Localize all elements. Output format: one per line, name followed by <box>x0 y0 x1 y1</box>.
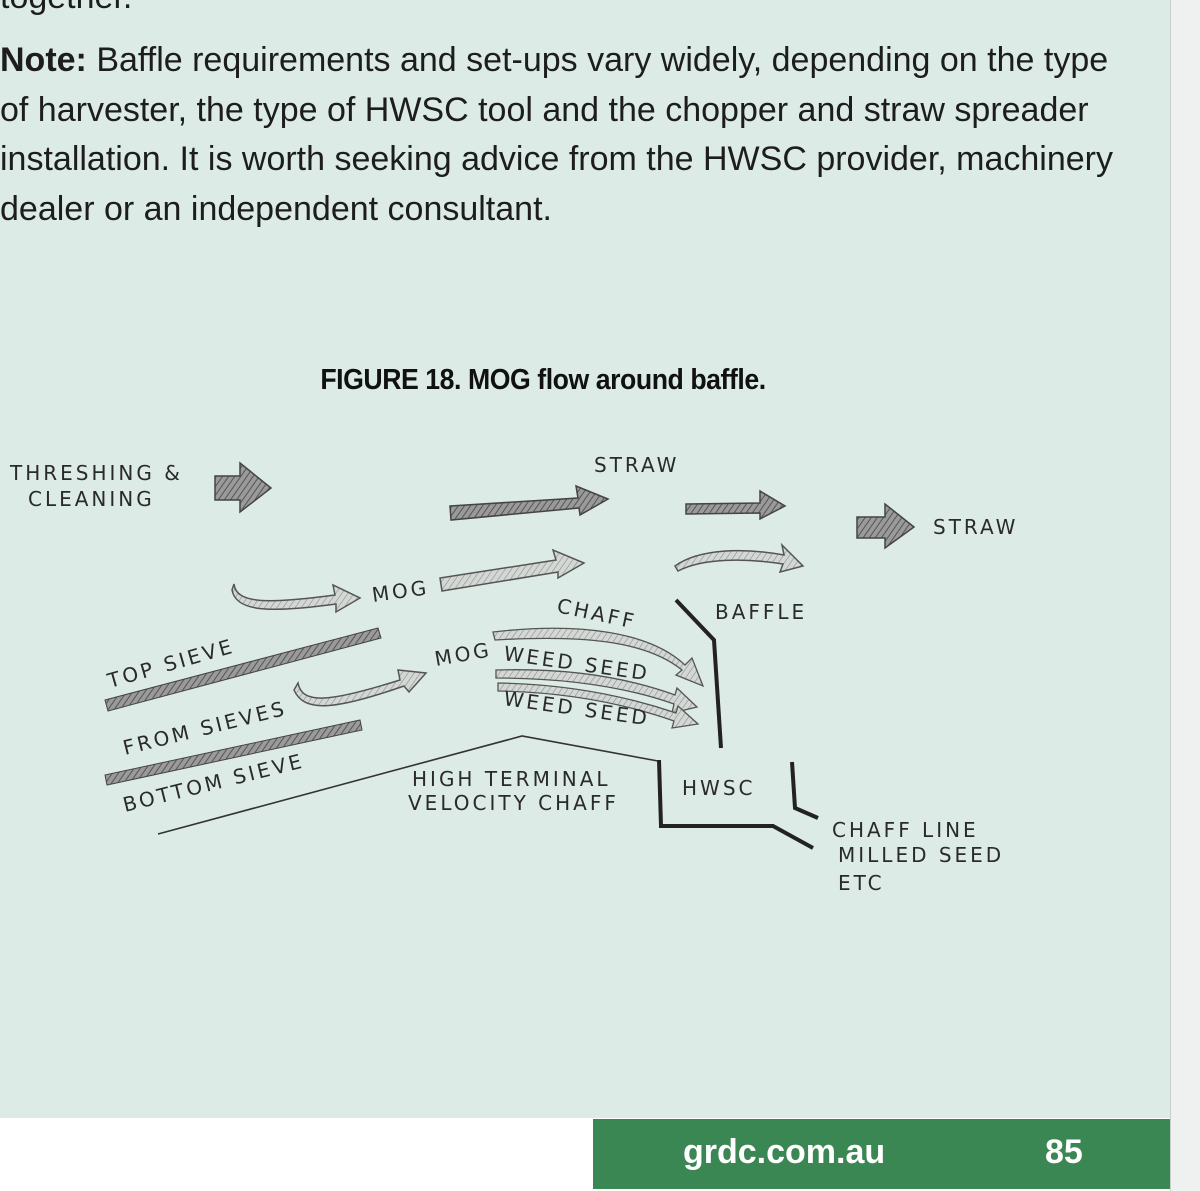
page-number: 85 <box>1045 1133 1083 1171</box>
mog-curved-arrow-lower <box>293 669 428 707</box>
hwsc-housing-left <box>657 759 814 850</box>
bottom-sieve <box>104 719 363 786</box>
footer-url[interactable]: grdc.com.au <box>683 1133 886 1171</box>
hwsc-housing-right <box>790 761 819 820</box>
straw-arrow-main <box>449 484 610 521</box>
label-chaff-line-3: ETC <box>838 871 885 895</box>
label-baffle: BAFFLE <box>715 600 807 624</box>
label-straw-top: STRAW <box>594 453 679 477</box>
label-chaff-line-1: CHAFF LINE <box>832 818 979 842</box>
weed-seed-arrow-2 <box>497 682 700 729</box>
curved-straw-arrow <box>674 542 805 574</box>
top-sieve <box>104 627 382 712</box>
mog-curved-arrow-upper <box>231 583 362 614</box>
mog-straight-arrow <box>439 548 586 592</box>
mog-flow-diagram: THRESHING & CLEANING STRAW STRAW MOG CHA… <box>9 453 1018 895</box>
clipped-previous-text: together. <box>0 0 132 17</box>
straw-arrow-mid <box>685 489 787 521</box>
label-mog-lower: MOG <box>433 637 494 671</box>
straw-arrow-right <box>856 502 916 550</box>
threshing-arrow <box>214 461 273 514</box>
figure-caption: FIGURE 18. MOG flow around baffle. <box>320 364 766 396</box>
page-edge <box>1170 0 1200 1191</box>
footer-bar: grdc.com.au 85 <box>593 1119 1170 1189</box>
label-high-terminal-2: VELOCITY CHAFF <box>408 791 619 815</box>
page-background <box>0 0 1170 1118</box>
note-text: Baffle requirements and set-ups vary wid… <box>0 41 1114 228</box>
label-chaff: CHAFF <box>555 593 639 633</box>
label-mog-upper: MOG <box>370 575 430 607</box>
label-threshing-1: THRESHING & <box>9 461 183 485</box>
note-paragraph: Note: Baffle requirements and set-ups va… <box>0 36 1120 234</box>
label-chaff-line-2: MILLED SEED <box>838 843 1004 867</box>
chaff-arrow <box>492 627 705 688</box>
chaff-trajectory-line <box>157 735 659 835</box>
note-label: Note: <box>0 41 87 79</box>
baffle <box>674 598 723 749</box>
label-hwsc: HWSC <box>682 776 755 800</box>
label-straw-right: STRAW <box>933 515 1018 539</box>
label-high-terminal-1: HIGH TERMINAL <box>412 767 611 791</box>
label-threshing-2: CLEANING <box>28 487 155 511</box>
